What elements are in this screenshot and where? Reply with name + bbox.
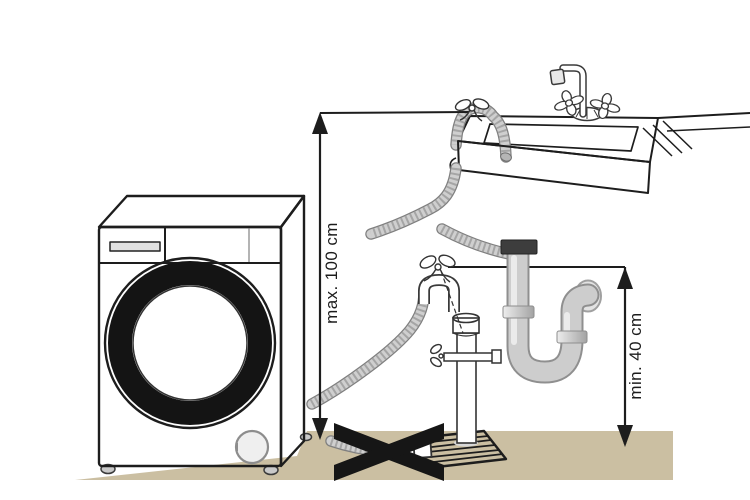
detergent-drawer (109, 241, 161, 252)
door-glass (132, 285, 248, 401)
machine-top (97, 194, 306, 229)
standpipe-mouth (452, 312, 480, 324)
hose-tie-sink (454, 98, 490, 122)
washing-machine (97, 194, 313, 476)
filter-door (234, 429, 270, 465)
hose-end-cap (500, 152, 512, 162)
max-height-label: max. 100 cm (322, 222, 341, 324)
door-outer (103, 256, 277, 430)
counter-edge (657, 112, 750, 119)
measurement-max-height: max. 100 cm (312, 111, 470, 440)
arrowhead-down-icon (312, 418, 328, 440)
siphon-coupling-left (502, 305, 535, 319)
sink-basin (483, 123, 639, 152)
door-ring (108, 261, 272, 425)
siphon-coupling-right (556, 330, 588, 344)
measurement-min-height: min. 40 cm (448, 266, 645, 447)
mounting-bracket (429, 343, 502, 368)
standpipe-collar (452, 317, 480, 334)
hose-tie-standpipe (419, 254, 456, 283)
counter-edge-2 (666, 126, 750, 132)
drain-hose-to-sink (456, 108, 512, 163)
sink-rim (457, 115, 659, 163)
siphon (500, 239, 602, 372)
sink-apron (449, 140, 651, 194)
machine-front (97, 225, 283, 468)
reference-line (319, 111, 470, 114)
tap-handle-right (589, 92, 621, 120)
siphon-cap (500, 239, 538, 255)
drainboard-lines (642, 120, 693, 157)
standpipe-pipe (456, 332, 477, 444)
drain-hose-to-siphon (442, 229, 509, 254)
collar-ring (452, 332, 480, 337)
arrowhead-up-icon (617, 267, 633, 289)
standpipe (418, 254, 502, 447)
machine-side (279, 194, 306, 468)
tap-handle-left (554, 90, 584, 116)
faucet (549, 64, 621, 122)
securing-string (440, 270, 464, 334)
prohibition-x-icon (334, 423, 444, 481)
arrowhead-up-icon (312, 112, 328, 134)
min-height-label: min. 40 cm (626, 312, 645, 399)
arrowhead-down-icon (617, 425, 633, 447)
faucet-aerator (549, 68, 566, 86)
